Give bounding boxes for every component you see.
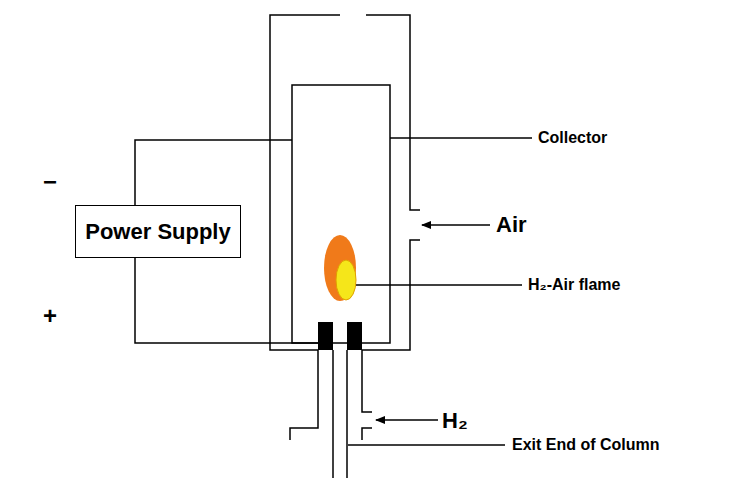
power-supply-box: Power Supply [75, 205, 241, 258]
flame-inner [336, 260, 356, 300]
column-wall [332, 350, 334, 478]
inlet-label: H₂ [442, 410, 468, 432]
h2-tube [290, 350, 318, 440]
negative-wire [135, 140, 292, 205]
air-arrow [422, 224, 490, 226]
housing-wall [366, 15, 420, 210]
part-label: H₂-Air flame [528, 277, 620, 293]
polarity-sign: − [43, 170, 57, 194]
leader-line [390, 137, 532, 139]
collector-cylinder [292, 85, 390, 343]
box-label: Power Supply [85, 219, 230, 245]
inlet-label: Air [496, 214, 527, 236]
part-label: Collector [538, 130, 607, 146]
jet-tip [347, 322, 362, 350]
polarity-sign: + [43, 304, 57, 328]
housing-wall [362, 240, 420, 350]
h2-arrow [376, 419, 438, 421]
flame-outer [324, 235, 356, 301]
h2-tube [362, 428, 372, 440]
h2-tube [362, 350, 372, 412]
part-label: Exit End of Column [512, 437, 660, 453]
leader-line [352, 284, 522, 286]
positive-wire [135, 258, 318, 343]
housing-wall [270, 15, 340, 350]
jet-tip [318, 322, 333, 350]
column-wall [346, 350, 348, 478]
leader-line [348, 444, 505, 446]
